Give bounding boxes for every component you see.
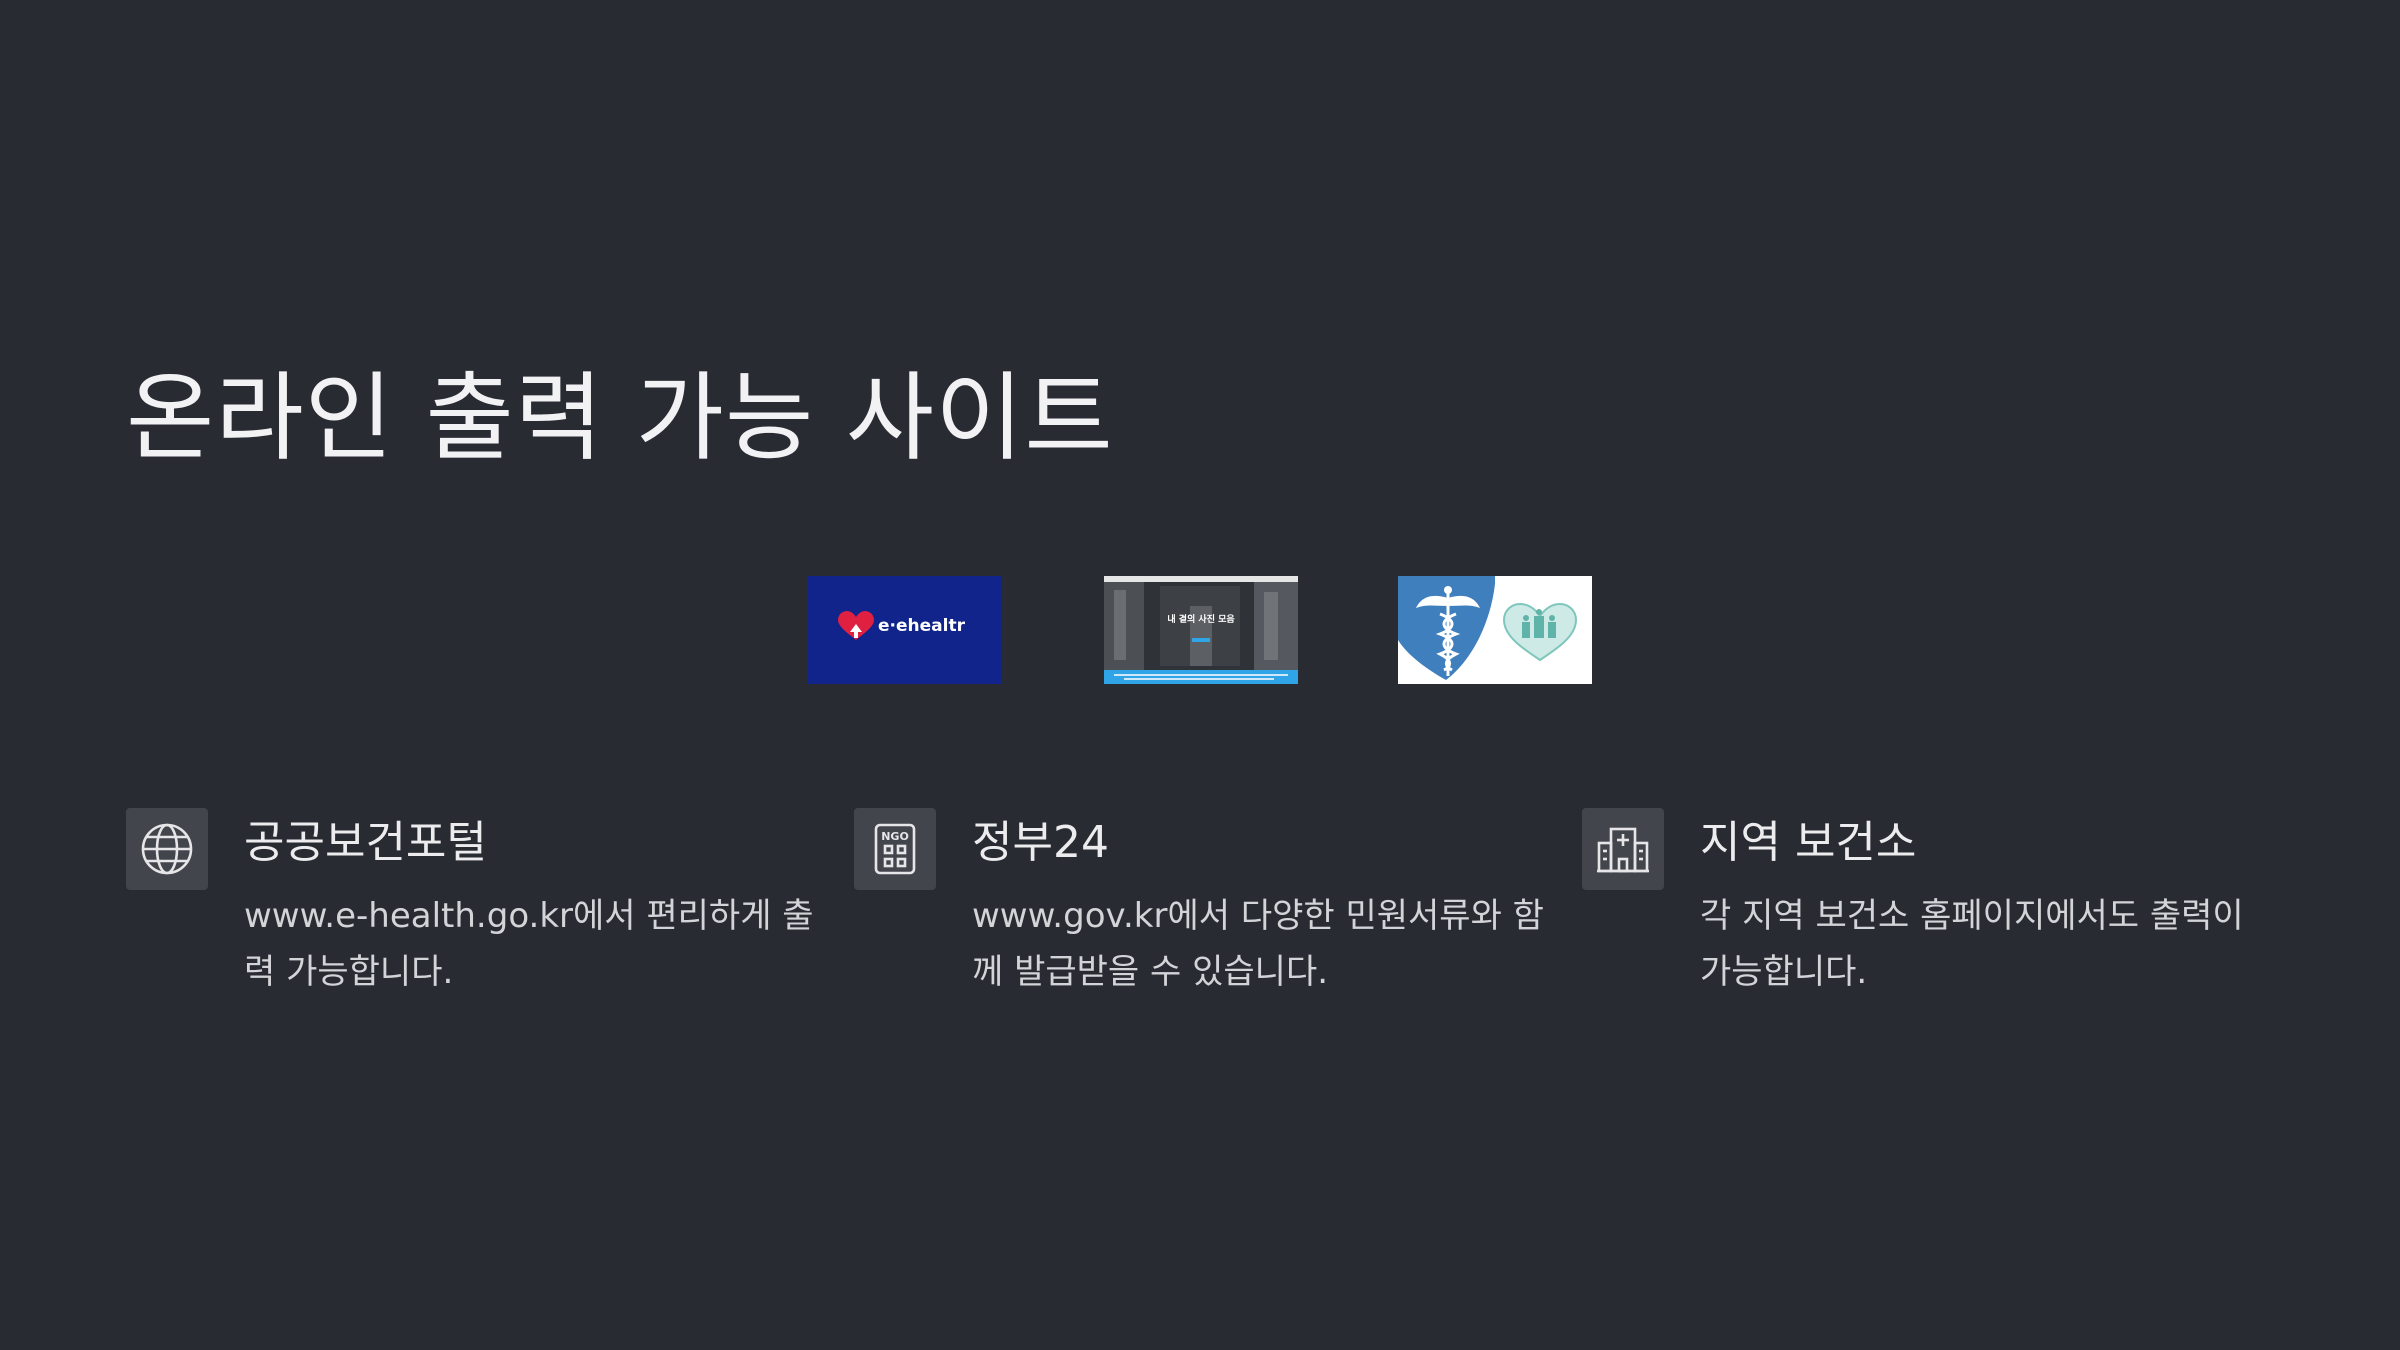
ngo-building-icon: NGO <box>854 808 936 890</box>
card-description: 각 지역 보건소 홈페이지에서도 출력이 가능합니다. <box>1700 896 2244 992</box>
government-website-screenshot-image: 내 곁의 사진 모음 <box>1104 576 1298 684</box>
card-title: 지역 보건소 <box>1700 817 1917 868</box>
website-screenshot-title-text: 내 곁의 사진 모음 <box>1167 613 1234 625</box>
caduceus-heart-medical-image <box>1398 576 1592 684</box>
globe-icon <box>126 808 208 890</box>
card-title: 공공보건포털 <box>244 817 487 868</box>
card-local-health-center: 지역 보건소 각 지역 보건소 홈페이지에서도 출력이 가능합니다. <box>1582 806 2282 1006</box>
e-health-logo-image: e·ehealtr <box>808 576 1002 684</box>
e-health-logo-text: e·ehealtr <box>878 616 966 636</box>
card-title: 정부24 <box>972 817 1109 868</box>
ngo-icon-text: NGO <box>881 830 909 843</box>
slide-title: 온라인 출력 가능 사이트 <box>126 362 1114 474</box>
image-row: e·ehealtr 내 곁의 사진 모음 <box>808 576 1592 684</box>
hospital-icon <box>1582 808 1664 890</box>
card-description: www.e-health.go.kr에서 편리하게 출력 가능합니다. <box>244 896 814 992</box>
card-description: www.gov.kr에서 다양한 민원서류와 함께 발급받을 수 있습니다. <box>972 896 1544 992</box>
site-cards: 공공보건포털 www.e-health.go.kr에서 편리하게 출력 가능합니… <box>126 806 2286 1006</box>
card-public-health-portal: 공공보건포털 www.e-health.go.kr에서 편리하게 출력 가능합니… <box>126 806 826 1006</box>
card-gov24: NGO 정부24 www.gov.kr에서 다양한 민원서류와 함께 발급받을 … <box>854 806 1554 1006</box>
